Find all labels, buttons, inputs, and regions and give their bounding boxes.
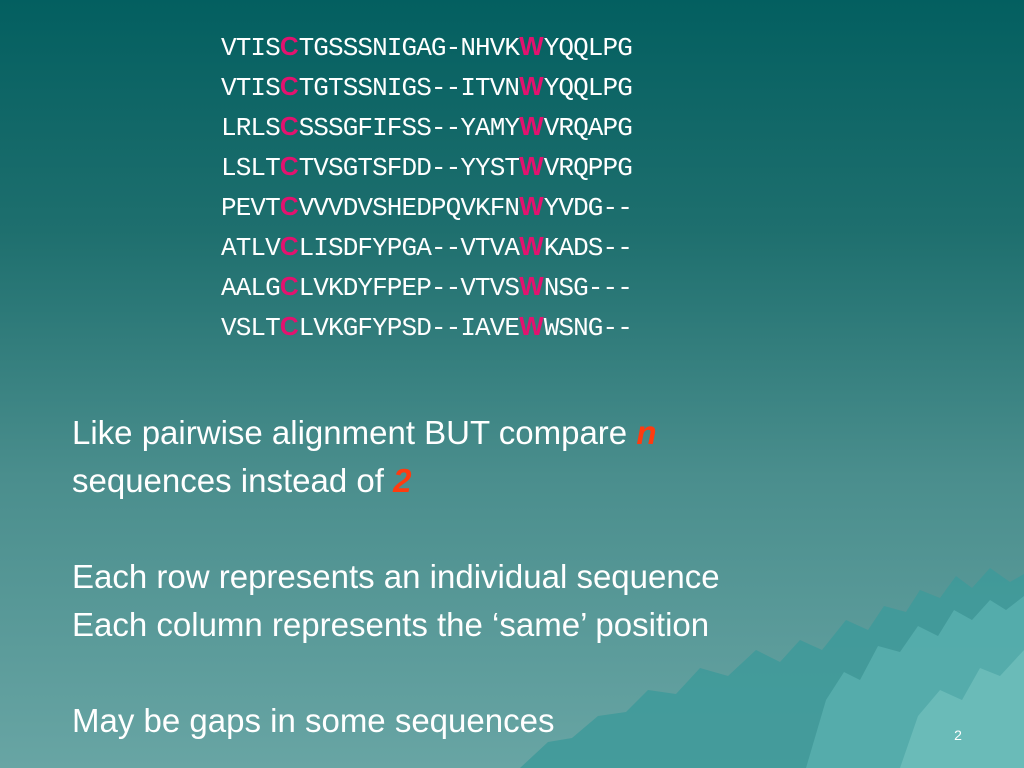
text-line: Like pairwise alignment BUT compare n xyxy=(72,409,720,457)
seq-segment: YQQLPG xyxy=(543,33,633,63)
alignment-row: AALGCLVKDYFPEP--VTVSWNSG--- xyxy=(221,268,633,308)
seq-segment: LVKDYFPEP--VTVS xyxy=(298,273,520,303)
conserved-cysteine: C xyxy=(279,191,299,221)
conserved-tryptophan: W xyxy=(519,31,544,61)
seq-segment: VRQPPG xyxy=(543,153,633,183)
conserved-cysteine: C xyxy=(279,271,299,301)
seq-segment: TGSSSNIGAG-NHVK xyxy=(298,33,520,63)
seq-segment: TGTSSNIGS--ITVN xyxy=(298,73,520,103)
alignment-row: LRLSCSSSGFIFSS--YAMYWVRQAPG xyxy=(221,108,633,148)
conserved-tryptophan: W xyxy=(519,271,544,301)
conserved-tryptophan: W xyxy=(519,151,544,181)
alignment-row: VTISCTGSSSNIGAG-NHVKWYQQLPG xyxy=(221,28,633,68)
seq-segment: ATLV xyxy=(221,233,281,263)
conserved-cysteine: C xyxy=(279,231,299,261)
alignment-row: LSLTCTVSGTSFDD--YYSTWVRQPPG xyxy=(221,148,633,188)
alignment-row: VSLTCLVKGFYPSD--IAVEWWSNG-- xyxy=(221,308,633,348)
alignment-row: ATLVCLISDFYPGA--VTVAWKADS-- xyxy=(221,228,633,268)
conserved-cysteine: C xyxy=(279,151,299,181)
seq-segment: YVDG-- xyxy=(543,193,633,223)
alignment-row: VTISCTGTSSNIGS--ITVNWYQQLPG xyxy=(221,68,633,108)
seq-segment: LISDFYPGA--VTVA xyxy=(298,233,520,263)
alignment-row: PEVTCVVVDVSHEDPQVKFNWYVDG-- xyxy=(221,188,633,228)
conserved-tryptophan: W xyxy=(519,231,544,261)
conserved-tryptophan: W xyxy=(519,71,544,101)
seq-segment: VSLT xyxy=(221,313,281,343)
spacer xyxy=(72,649,720,697)
seq-segment: PEVT xyxy=(221,193,281,223)
seq-segment: LRLS xyxy=(221,113,281,143)
conserved-tryptophan: W xyxy=(519,311,544,341)
text-line: sequences instead of 2 xyxy=(72,457,720,505)
page-number: 2 xyxy=(954,727,962,743)
slide-body-text: Like pairwise alignment BUT compare n se… xyxy=(72,409,720,745)
seq-segment: WSNG-- xyxy=(543,313,633,343)
seq-segment: VTIS xyxy=(221,33,281,63)
text-fragment: sequences instead of xyxy=(72,462,394,499)
seq-segment: KADS-- xyxy=(543,233,633,263)
conserved-cysteine: C xyxy=(279,111,299,141)
emphasis-n: n xyxy=(636,414,657,451)
conserved-cysteine: C xyxy=(279,71,299,101)
seq-segment: VTIS xyxy=(221,73,281,103)
seq-segment: LSLT xyxy=(221,153,281,183)
seq-segment: LVKGFYPSD--IAVE xyxy=(298,313,520,343)
seq-segment: VRQAPG xyxy=(543,113,633,143)
conserved-cysteine: C xyxy=(279,31,299,61)
spacer xyxy=(72,505,720,553)
seq-segment: YQQLPG xyxy=(543,73,633,103)
seq-segment: AALG xyxy=(221,273,281,303)
conserved-tryptophan: W xyxy=(519,111,544,141)
sequence-alignment: VTISCTGSSSNIGAG-NHVKWYQQLPG VTISCTGTSSNI… xyxy=(221,28,633,348)
seq-segment: NSG--- xyxy=(543,273,633,303)
text-line: May be gaps in some sequences xyxy=(72,702,555,739)
text-line: Each column represents the ‘same’ positi… xyxy=(72,606,710,643)
text-fragment: Like pairwise alignment BUT compare xyxy=(72,414,637,451)
conserved-cysteine: C xyxy=(279,311,299,341)
text-line: Each row represents an individual sequen… xyxy=(72,558,720,595)
seq-segment: VVVDVSHEDPQVKFN xyxy=(298,193,520,223)
conserved-tryptophan: W xyxy=(519,191,544,221)
seq-segment: SSSGFIFSS--YAMY xyxy=(298,113,520,143)
emphasis-2: 2 xyxy=(393,462,412,499)
seq-segment: TVSGTSFDD--YYST xyxy=(298,153,520,183)
